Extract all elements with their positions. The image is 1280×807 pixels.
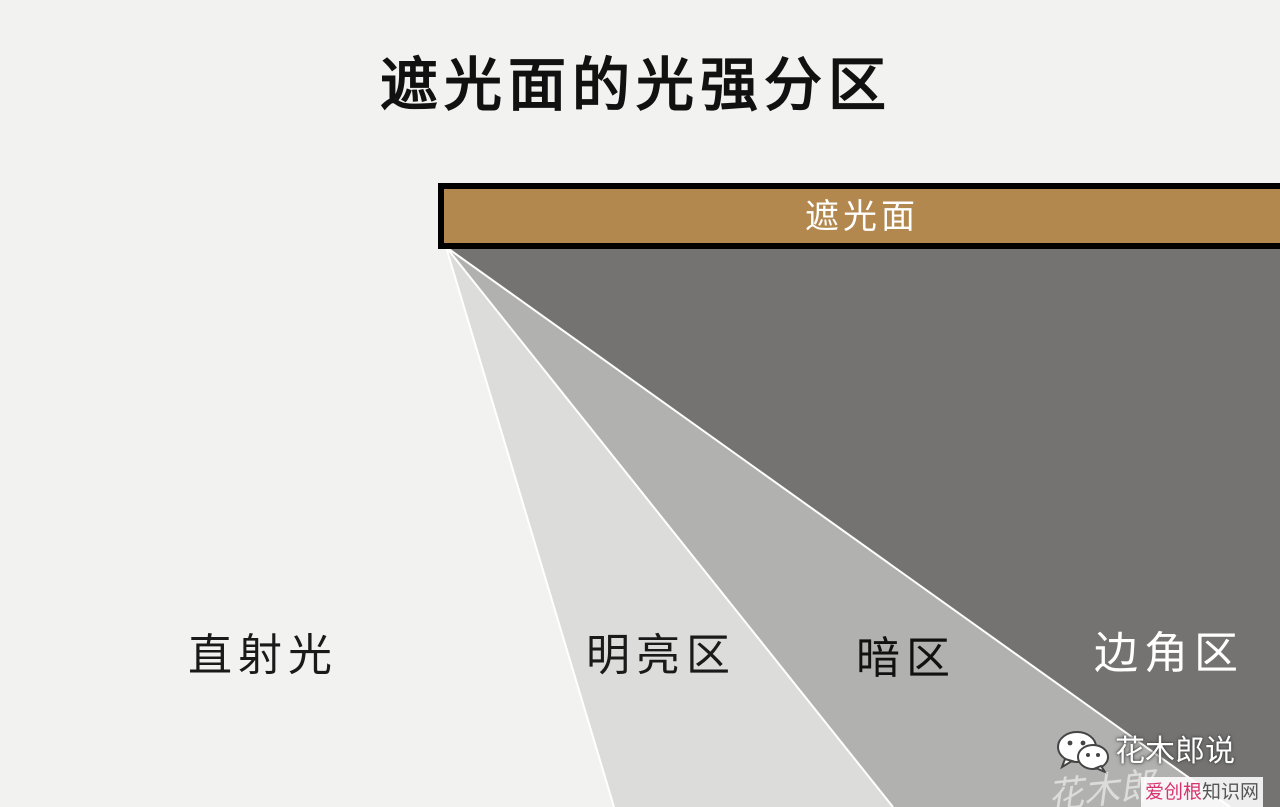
watermark-site-part2: 知识网 (1202, 781, 1260, 803)
diagram-title: 遮光面的光强分区 (379, 51, 892, 119)
divider-line-direct (445, 246, 615, 807)
shade-bar (438, 183, 1280, 249)
watermark: 花木郎说 花木郎 爱创根知识网 (1046, 722, 1275, 807)
divider-line-dark (445, 246, 1231, 807)
direct-light-label: 直射光 (188, 630, 338, 681)
divider-line-bright (445, 246, 894, 807)
watermark-site-part1: 爱创根 (1145, 781, 1203, 803)
watermark-account-name: 花木郎说 (1115, 734, 1235, 769)
wechat-icon (1057, 731, 1109, 774)
corner-zone-area (446, 247, 1280, 807)
watermark-site: 爱创根知识网 (1141, 777, 1264, 807)
shade-bar-label: 遮光面 (805, 197, 919, 237)
corner-zone-label: 边角区 (1094, 628, 1244, 679)
dark-zone-label: 暗区 (856, 633, 956, 684)
bright-zone-label: 明亮区 (586, 630, 736, 681)
